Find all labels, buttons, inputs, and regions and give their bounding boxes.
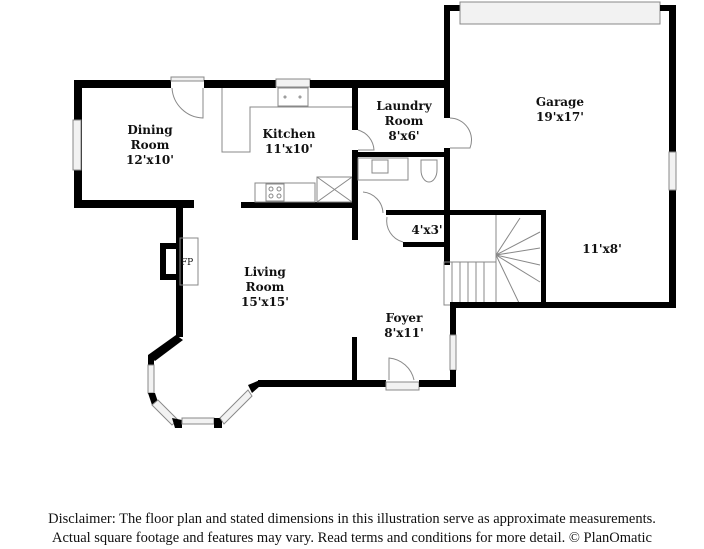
room-dimensions: 11'x8' bbox=[582, 242, 622, 256]
dining-room-walls bbox=[72, 80, 194, 208]
room-name: Room bbox=[384, 114, 424, 128]
room-name: Laundry bbox=[376, 99, 432, 113]
room-label-foyer: Foyer 8'x11' bbox=[384, 311, 424, 341]
room-name: Kitchen bbox=[262, 127, 316, 141]
room-dimensions: 19'x17' bbox=[536, 110, 584, 124]
room-label-garage: Garage 19'x17' bbox=[536, 95, 584, 125]
room-name: Foyer bbox=[385, 311, 423, 325]
room-dimensions: 8'x6' bbox=[388, 129, 420, 143]
disclaimer-line-1: Disclaimer: The floor plan and stated di… bbox=[48, 511, 656, 527]
room-label-closet: 4'x3' bbox=[411, 223, 442, 238]
foyer-walls bbox=[385, 305, 457, 391]
room-name: Garage bbox=[535, 95, 585, 109]
fireplace-abbrev: FP bbox=[180, 258, 194, 268]
room-name: Room bbox=[245, 280, 285, 294]
room-name: Living bbox=[244, 265, 286, 279]
room-name: Room bbox=[130, 138, 170, 152]
disclaimer: Disclaimer: The floor plan and stated di… bbox=[0, 510, 704, 548]
room-label-laundry: Laundry Room 8'x6' bbox=[376, 99, 431, 144]
room-dimensions: 12'x10' bbox=[126, 153, 174, 167]
room-label-living: Living Room 15'x15' bbox=[241, 265, 289, 310]
room-label-dining: Dining Room 12'x10' bbox=[126, 123, 174, 168]
floor-plan-drawing bbox=[72, 1, 677, 428]
garage-walls bbox=[444, 1, 677, 308]
room-dimensions: 11'x10' bbox=[265, 142, 313, 156]
disclaimer-line-2: Actual square footage and features may v… bbox=[52, 530, 652, 546]
room-label-kitchen: Kitchen 11'x10' bbox=[263, 127, 316, 157]
fireplace-label: FP bbox=[181, 256, 193, 271]
room-dimensions: 4'x3' bbox=[411, 223, 443, 237]
stove bbox=[265, 183, 285, 202]
room-dimensions: 15'x15' bbox=[241, 295, 289, 309]
kitchen-counter bbox=[221, 87, 352, 153]
staircase bbox=[443, 210, 546, 306]
dining-door bbox=[170, 76, 205, 119]
room-name: Dining bbox=[127, 123, 173, 137]
room-label-storage: 11'x8' bbox=[582, 242, 622, 257]
room-dimensions: 8'x11' bbox=[384, 326, 424, 340]
living-room-walls bbox=[147, 207, 386, 428]
